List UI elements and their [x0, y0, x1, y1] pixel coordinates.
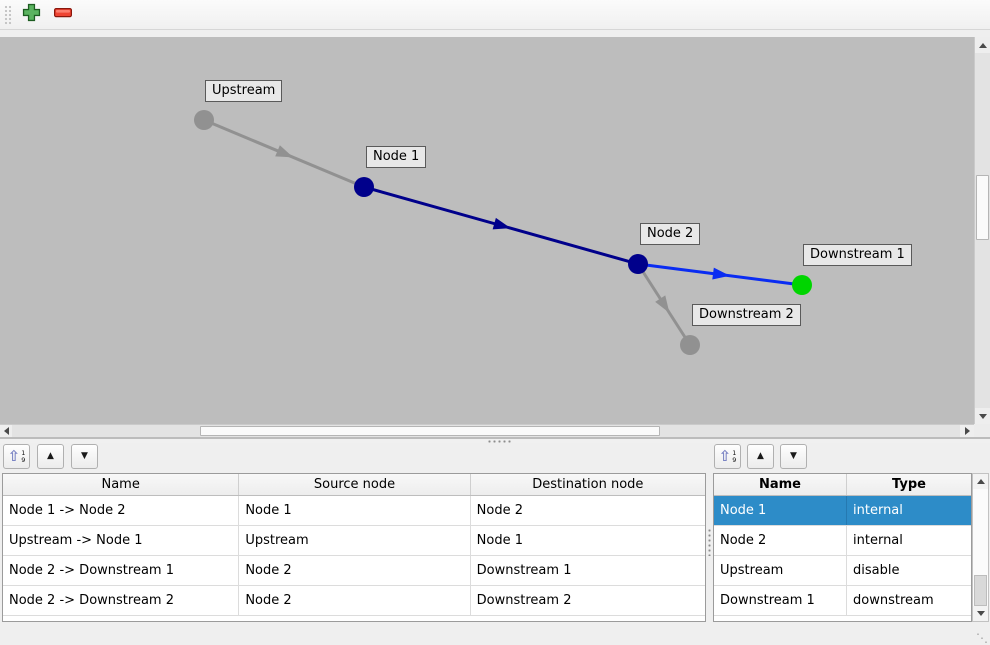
table-cell: Node 2: [476, 503, 524, 518]
vertical-splitter[interactable]: [708, 528, 711, 556]
horizontal-splitter[interactable]: [0, 437, 990, 443]
node-move-up-button[interactable]: ▲: [747, 444, 774, 469]
node-label[interactable]: Node 1: [366, 146, 427, 168]
table-cell: Downstream 1: [476, 563, 572, 578]
table-cell: Node 2 -> Downstream 1: [3, 556, 240, 585]
node-move-down-button[interactable]: ▼: [780, 444, 807, 469]
edge-table: Name Source node Destination node Node 1…: [2, 473, 706, 622]
table-cell: Downstream 1: [714, 586, 847, 615]
graph-node[interactable]: [680, 335, 700, 355]
node-table-header: Name Type: [714, 474, 971, 496]
table-row[interactable]: Node 2 internal: [714, 526, 971, 556]
vertical-scrollbar-thumb[interactable]: [976, 175, 989, 240]
table-cell: Downstream 2: [476, 593, 572, 608]
scroll-up-button[interactable]: [975, 37, 990, 53]
edge-move-up-button[interactable]: ▲: [37, 444, 64, 469]
edge-arrow-icon: [712, 267, 730, 280]
table-cell: Upstream: [239, 526, 471, 555]
scroll-up-button[interactable]: [973, 474, 988, 489]
table-cell: disable: [853, 563, 900, 578]
node-label[interactable]: Downstream 1: [803, 244, 912, 266]
plus-icon: [22, 3, 41, 26]
sort-arrow-glyph: ⇧: [7, 447, 21, 465]
node-label[interactable]: Node 2: [640, 223, 701, 245]
graph-node[interactable]: [194, 110, 214, 130]
edge-arrow-icon: [275, 145, 294, 158]
down-arrow-icon: [978, 413, 987, 419]
splitter-handle-icon: [487, 440, 513, 443]
table-row[interactable]: Node 1 internal: [714, 496, 971, 526]
triangle-up-icon: ▲: [757, 451, 764, 461]
table-cell: Upstream: [714, 556, 847, 585]
left-arrow-icon: [3, 427, 9, 435]
table-cell: Node 1 -> Node 2: [3, 496, 240, 525]
toolbar-drag-handle[interactable]: [4, 5, 12, 25]
scroll-right-button[interactable]: [960, 425, 974, 437]
add-button[interactable]: [16, 0, 46, 29]
table-cell: Node 2: [239, 556, 471, 585]
table-cell: Node 1: [714, 496, 847, 525]
node-table-scrollbar-thumb[interactable]: [974, 575, 987, 606]
table-cell: internal: [853, 533, 903, 548]
graph-node[interactable]: [628, 254, 648, 274]
main-toolbar: [0, 0, 990, 30]
edge-table-header: Name Source node Destination node: [3, 474, 705, 496]
node-label[interactable]: Downstream 2: [692, 304, 801, 326]
table-cell: Node 2 -> Downstream 2: [3, 586, 240, 615]
table-row[interactable]: Downstream 1 downstream: [714, 586, 971, 616]
up-arrow-icon: [978, 42, 987, 48]
triangle-up-icon: ▲: [47, 451, 54, 461]
graph-node[interactable]: [792, 275, 812, 295]
edge-move-down-button[interactable]: ▼: [71, 444, 98, 469]
window-resize-grip[interactable]: ⋱: [976, 631, 988, 645]
table-cell: downstream: [853, 593, 934, 608]
table-cell: Node 2: [714, 526, 847, 555]
horizontal-scrollbar-thumb[interactable]: [200, 426, 660, 436]
column-header-name[interactable]: Name: [3, 474, 240, 495]
down-arrow-icon: [976, 611, 985, 616]
column-header-name[interactable]: Name: [714, 474, 847, 495]
column-header-source-node[interactable]: Source node: [239, 474, 471, 495]
minus-icon: [54, 7, 72, 22]
triangle-down-icon: ▼: [81, 451, 88, 461]
column-header-type[interactable]: Type: [892, 477, 926, 492]
right-arrow-icon: [964, 427, 970, 435]
canvas-vertical-scrollbar[interactable]: [974, 37, 990, 424]
scroll-down-button[interactable]: [973, 606, 988, 621]
column-header-destination-node[interactable]: Destination node: [532, 477, 644, 492]
node-table-scrollbar[interactable]: [972, 473, 989, 622]
up-arrow-icon: [976, 479, 985, 484]
table-cell: Upstream -> Node 1: [3, 526, 240, 555]
table-row[interactable]: Upstream disable: [714, 556, 971, 586]
canvas-horizontal-scrollbar[interactable]: [0, 424, 974, 437]
remove-button[interactable]: [48, 0, 78, 29]
table-cell: Node 2: [239, 586, 471, 615]
table-cell: Node 1: [239, 496, 471, 525]
sort-arrow-glyph: ⇧: [718, 447, 732, 465]
edge-arrow-icon: [655, 295, 670, 313]
scroll-left-button[interactable]: [0, 425, 12, 437]
triangle-down-icon: ▼: [790, 451, 797, 461]
table-cell: internal: [853, 503, 903, 518]
table-cell: Node 1: [476, 533, 524, 548]
graph-node[interactable]: [354, 177, 374, 197]
edge-arrow-icon: [492, 217, 511, 230]
scrollbar-corner: [974, 424, 990, 437]
scroll-down-button[interactable]: [975, 408, 990, 424]
graph-svg: [194, 110, 812, 355]
node-label[interactable]: Upstream: [205, 80, 283, 102]
